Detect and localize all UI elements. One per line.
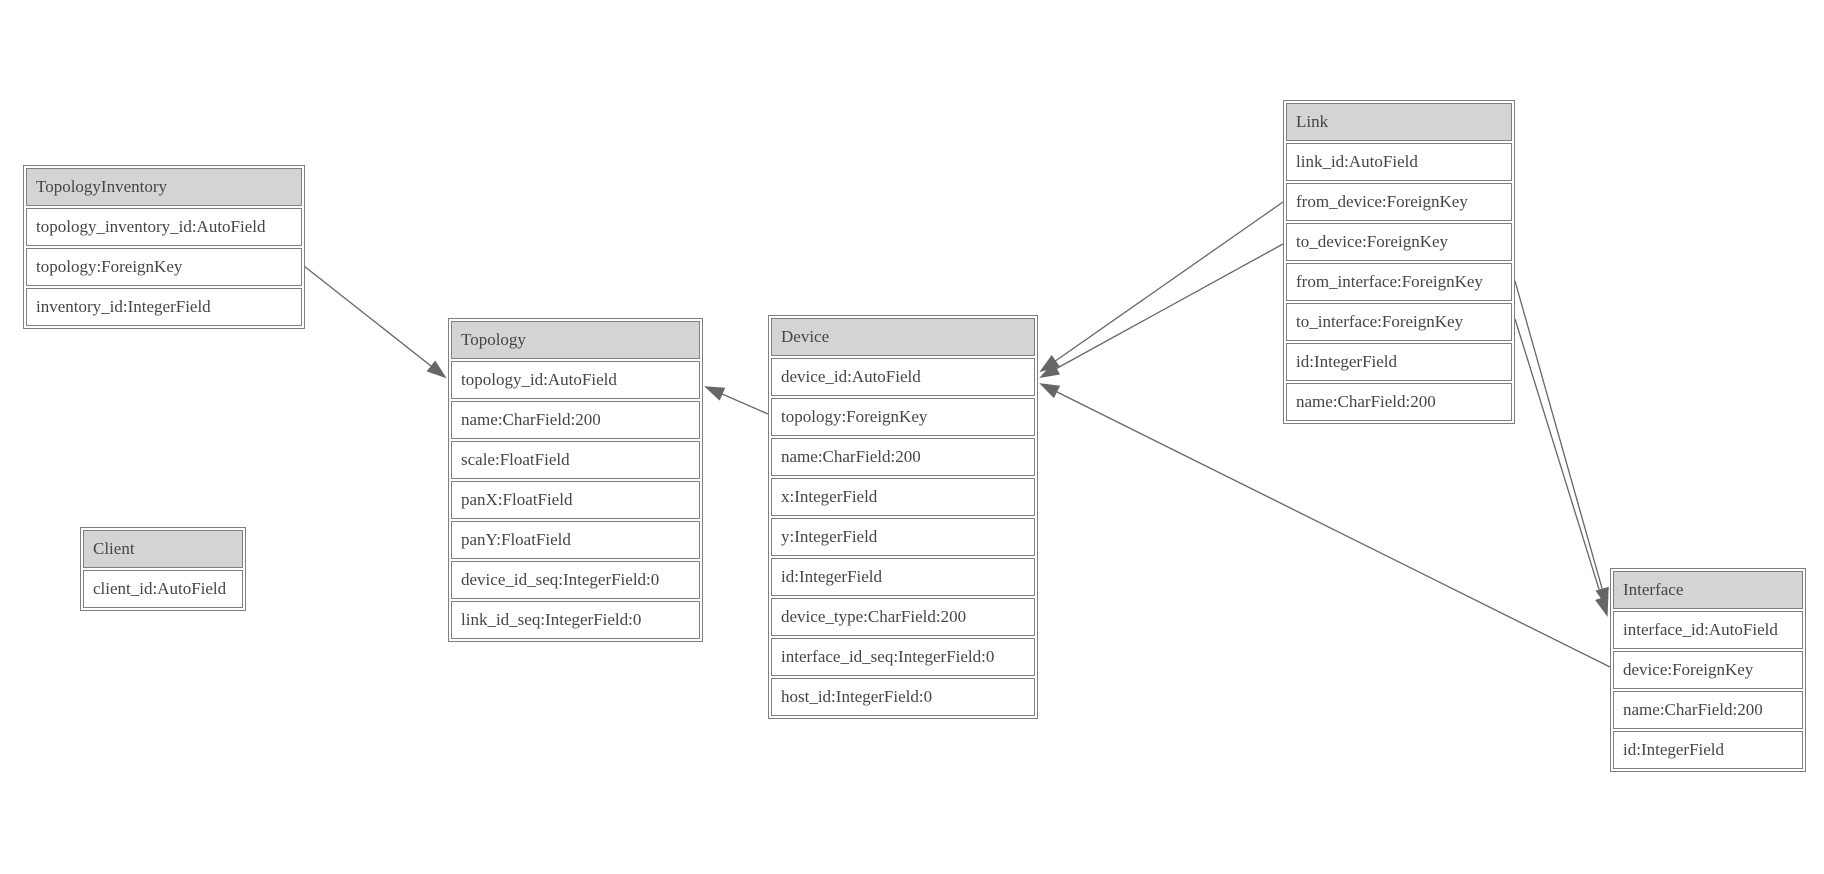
relation-link-to-interface-to-interface <box>1514 318 1609 617</box>
entity-field: interface_id:AutoField <box>1613 611 1803 649</box>
entity-field: link_id:AutoField <box>1286 143 1512 181</box>
entity-field: topology_inventory_id:AutoField <box>26 208 302 246</box>
relation-link-to-device-to-device <box>1039 243 1284 378</box>
entity-field: y:IntegerField <box>771 518 1035 556</box>
entity-field: from_device:ForeignKey <box>1286 183 1512 221</box>
entity-field: x:IntegerField <box>771 478 1035 516</box>
entity-field: device_id:AutoField <box>771 358 1035 396</box>
entity-field: to_interface:ForeignKey <box>1286 303 1512 341</box>
entity-field: name:CharField:200 <box>1286 383 1512 421</box>
relation-topologyinventory-topology-to-topology <box>303 265 447 379</box>
entity-field: client_id:AutoField <box>83 570 243 608</box>
entity-field: device_type:CharField:200 <box>771 598 1035 636</box>
entity-field: id:IntegerField <box>1613 731 1803 769</box>
entity-title-topology-inventory: TopologyInventory <box>26 168 302 206</box>
entity-field: panX:FloatField <box>451 481 700 519</box>
entity-field: inventory_id:IntegerField <box>26 288 302 326</box>
relation-link-from-device-to-device <box>1039 201 1284 373</box>
entity-field: id:IntegerField <box>1286 343 1512 381</box>
entity-field: link_id_seq:IntegerField:0 <box>451 601 700 639</box>
entity-field: from_interface:ForeignKey <box>1286 263 1512 301</box>
entity-field: topology:ForeignKey <box>26 248 302 286</box>
entity-field: name:CharField:200 <box>771 438 1035 476</box>
entity-field: to_device:ForeignKey <box>1286 223 1512 261</box>
entity-field: interface_id_seq:IntegerField:0 <box>771 638 1035 676</box>
entity-field: device:ForeignKey <box>1613 651 1803 689</box>
entity-field: host_id:IntegerField:0 <box>771 678 1035 716</box>
relation-interface-device-to-device <box>1039 383 1611 668</box>
entity-title-link: Link <box>1286 103 1512 141</box>
entity-title-device: Device <box>771 318 1035 356</box>
entity-field: scale:FloatField <box>451 441 700 479</box>
entity-title-interface: Interface <box>1613 571 1803 609</box>
entity-field: id:IntegerField <box>771 558 1035 596</box>
entity-field: device_id_seq:IntegerField:0 <box>451 561 700 599</box>
relation-device-topology-to-topology <box>704 386 769 415</box>
entity-field: topology:ForeignKey <box>771 398 1035 436</box>
entity-title-client: Client <box>83 530 243 568</box>
entity-field: panY:FloatField <box>451 521 700 559</box>
entity-field: name:CharField:200 <box>1613 691 1803 729</box>
entity-field: topology_id:AutoField <box>451 361 700 399</box>
entity-field: name:CharField:200 <box>451 401 700 439</box>
relation-link-from-interface-to-interface <box>1514 280 1609 608</box>
entity-title-topology: Topology <box>451 321 700 359</box>
